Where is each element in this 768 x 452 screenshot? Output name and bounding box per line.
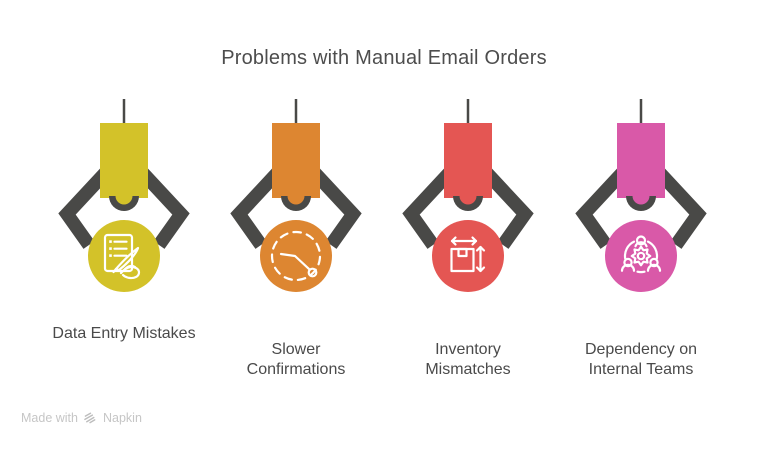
claw-arm-left <box>575 166 629 249</box>
watermark-made-with: Made with <box>21 410 78 425</box>
box-dimensions-icon <box>450 236 486 273</box>
claw-arm-right <box>136 166 190 249</box>
claw-label: Slower Confirmations <box>246 341 346 378</box>
claw-arm-right <box>480 166 534 249</box>
claw-unit-data-entry-mistakes: Data Entry Mistakes <box>29 93 219 393</box>
claw-body <box>272 123 320 198</box>
watermark: Made with Napkin <box>21 410 142 425</box>
napkin-logo-icon <box>84 412 96 424</box>
document-pen-icon <box>103 233 141 280</box>
claw-unit-dependency-internal-teams: Dependency on Internal Teams <box>546 93 736 393</box>
claw-label: Dependency on Internal Teams <box>584 341 698 378</box>
claw-joint-ball <box>115 196 133 205</box>
claw-machine-graphic <box>230 99 362 292</box>
claw-joint-ball <box>459 196 477 205</box>
claw-arm-right <box>308 166 362 249</box>
claw-arm-right <box>653 166 707 249</box>
diagram-title: Problems with Manual Email Orders <box>221 47 547 69</box>
claw-body <box>100 123 148 198</box>
claw-arm-left <box>58 166 112 249</box>
claw-joint-ball <box>632 196 650 205</box>
claw-machine-graphic <box>575 99 707 292</box>
clock-delay-icon <box>270 230 322 282</box>
claw-arm-left <box>230 166 284 249</box>
claw-machine-graphic <box>58 99 190 292</box>
icon-circle <box>432 220 504 292</box>
watermark-brand: Napkin <box>102 410 142 425</box>
claw-unit-inventory-mismatches: Inventory Mismatches <box>373 93 563 393</box>
claw-unit-slower-confirmations: Slower Confirmations <box>201 93 391 393</box>
claw-label: Inventory Mismatches <box>425 341 511 378</box>
claw-machine-graphic <box>402 99 534 292</box>
icon-circle <box>605 220 677 292</box>
claw-arm-left <box>402 166 456 249</box>
claw-joint-ball <box>287 196 305 205</box>
team-gear-icon <box>620 235 662 274</box>
claw-body <box>444 123 492 198</box>
claw-body <box>617 123 665 198</box>
claw-label: Data Entry Mistakes <box>52 325 196 342</box>
